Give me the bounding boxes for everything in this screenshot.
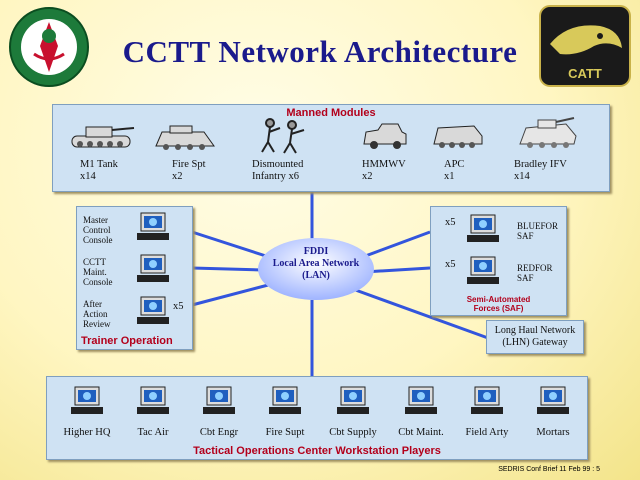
computer-icon	[537, 386, 569, 414]
module-count: x6	[288, 171, 299, 182]
computer-icon	[337, 386, 369, 414]
fire-support-vehicle-icon	[155, 125, 215, 150]
trainer-operation-title: Trainer Operation	[81, 335, 173, 347]
toc-item-higher-hq: Higher HQ	[63, 427, 111, 438]
computer-icon	[137, 296, 169, 324]
toc-item-cbt-supply: Cbt Supply	[329, 427, 377, 438]
computer-icon	[137, 254, 169, 282]
computer-icon	[137, 386, 169, 414]
page-title: CCTT Network Architecture	[122, 34, 518, 69]
module-name: M1 Tank	[80, 159, 118, 170]
toc-item-cbt-maint: Cbt Maint.	[398, 427, 444, 438]
module-name: Dismounted Infantry	[252, 159, 304, 182]
module-count: x14	[514, 171, 530, 182]
toc-item-tac-air: Tac Air	[137, 427, 169, 438]
fddi-lan-ellipse	[258, 238, 374, 300]
module-hmmwv: HMMWV x2	[362, 159, 406, 183]
module-name: APC	[444, 159, 465, 170]
toc-title: Tactical Operations Center Workstation P…	[193, 445, 441, 457]
module-name: HMMWV	[362, 159, 406, 170]
toc-workstation-panel: Tactical Operations Center Workstation P…	[46, 376, 588, 460]
module-count: x14	[80, 171, 96, 182]
toc-item-mortars: Mortars	[536, 427, 570, 438]
module-m1-tank: M1 Tank x14	[80, 159, 118, 183]
computer-icon	[467, 256, 499, 284]
computer-icon	[71, 386, 103, 414]
module-count: x2	[172, 171, 183, 182]
toc-item-field-arty: Field Arty	[465, 427, 509, 438]
bradley-icon	[519, 117, 577, 148]
manned-modules-title: Manned Modules	[286, 107, 376, 119]
module-name: Bradley IFV	[514, 159, 567, 170]
apc-icon	[433, 125, 483, 148]
computer-icon	[467, 214, 499, 242]
module-bradley-ifv: Bradley IFV x14	[514, 159, 567, 183]
module-fire-spt: Fire Spt x2	[172, 159, 206, 183]
toc-item-cbt-engr: Cbt Engr	[199, 427, 239, 438]
module-count: x2	[362, 171, 373, 182]
redfor-count: x5	[445, 259, 456, 270]
computer-icon	[405, 386, 437, 414]
aar-multiplier: x5	[173, 301, 184, 312]
infantry-icon	[261, 118, 305, 154]
toc-item-fire-supt: Fire Supt	[265, 427, 305, 438]
tank-icon	[71, 126, 135, 148]
footer-slide-ref: SEDRIS Conf Brief 11 Feb 99 : 5	[498, 466, 600, 473]
module-apc: APC x1	[444, 159, 464, 183]
army-seal-logo	[9, 7, 89, 87]
catt-logo-text: CATT	[568, 66, 602, 81]
module-count: x1	[444, 171, 455, 182]
manned-modules-panel: Manned Modules	[52, 104, 610, 192]
module-name: Fire Spt	[172, 159, 206, 170]
hmmwv-icon	[363, 123, 407, 149]
lhn-gateway-box: Long Haul Network(LHN) Gateway	[486, 320, 584, 354]
computer-icon	[471, 386, 503, 414]
catt-panther-logo: CATT	[539, 5, 631, 87]
computer-icon	[203, 386, 235, 414]
computer-icon	[137, 212, 169, 240]
module-dismounted-infantry: Dismounted Infantry x6	[252, 159, 316, 183]
lhn-gateway-label: Long Haul Network(LHN) Gateway	[494, 325, 576, 348]
bluefor-count: x5	[445, 217, 456, 228]
computer-icon	[269, 386, 301, 414]
